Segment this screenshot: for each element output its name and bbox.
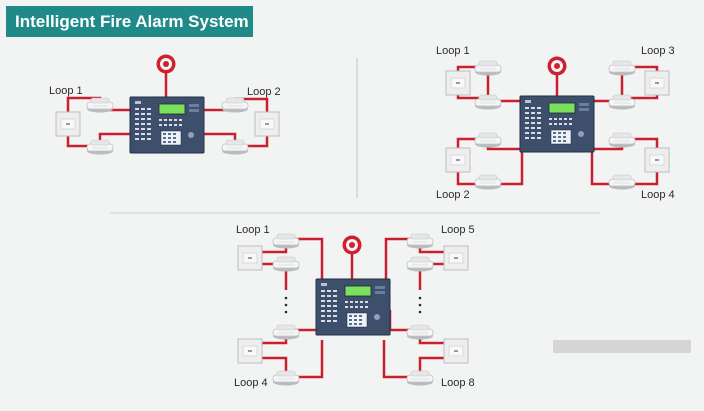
fire-alarm-panel-icon xyxy=(129,96,205,154)
alarm-bell-icon xyxy=(547,56,567,76)
manual-call-point-icon xyxy=(237,245,263,271)
smoke-detector-icon xyxy=(608,174,636,190)
loop-label: Loop 2 xyxy=(436,189,470,201)
fire-alarm-panel-icon xyxy=(315,278,391,336)
loop-label: Loop 8 xyxy=(441,377,475,389)
smoke-detector-icon xyxy=(406,256,434,272)
smoke-detector-icon xyxy=(86,97,114,113)
fire-alarm-panel-icon xyxy=(519,95,595,153)
loop-label: Loop 1 xyxy=(436,45,470,57)
loop-label: Loop 2 xyxy=(247,86,281,98)
smoke-detector-icon xyxy=(474,60,502,76)
loop-label: Loop 5 xyxy=(441,224,475,236)
smoke-detector-icon xyxy=(608,132,636,148)
manual-call-point-icon xyxy=(644,70,670,96)
manual-call-point-icon xyxy=(445,147,471,173)
page-title: Intelligent Fire Alarm System xyxy=(6,6,253,37)
manual-call-point-icon xyxy=(443,338,469,364)
manual-call-point-icon xyxy=(445,70,471,96)
loop-label: Loop 4 xyxy=(641,189,675,201)
two-loop-system: Loop 1 Loop 2 xyxy=(49,54,281,155)
smoke-detector-icon xyxy=(474,94,502,110)
four-loop-system: Loop 1 Loop 3 Loop 2 Loop 4 xyxy=(436,45,675,201)
smoke-detector-icon xyxy=(221,139,249,155)
smoke-detector-icon xyxy=(608,94,636,110)
placeholder-bar xyxy=(553,340,691,353)
smoke-detector-icon xyxy=(474,174,502,190)
loop-label: Loop 3 xyxy=(641,45,675,57)
smoke-detector-icon xyxy=(272,233,300,249)
smoke-detector-icon xyxy=(406,324,434,340)
smoke-detector-icon xyxy=(272,256,300,272)
smoke-detector-icon xyxy=(272,370,300,386)
manual-call-point-icon xyxy=(237,338,263,364)
smoke-detector-icon xyxy=(86,139,114,155)
manual-call-point-icon xyxy=(254,111,280,137)
smoke-detector-icon xyxy=(474,132,502,148)
ellipsis-dots xyxy=(284,296,422,314)
smoke-detector-icon xyxy=(406,370,434,386)
smoke-detector-icon xyxy=(272,324,300,340)
alarm-bell-icon xyxy=(342,235,362,255)
loop-label: Loop 4 xyxy=(234,377,268,389)
manual-call-point-icon xyxy=(644,147,670,173)
loop-label: Loop 1 xyxy=(236,224,270,236)
manual-call-point-icon xyxy=(55,111,81,137)
smoke-detector-icon xyxy=(608,60,636,76)
smoke-detector-icon xyxy=(406,233,434,249)
eight-loop-system: Loop 1 Loop 5 Loop 4 Loop 8 xyxy=(234,224,475,389)
alarm-bell-icon xyxy=(156,54,176,74)
manual-call-point-icon xyxy=(443,245,469,271)
loop-label: Loop 1 xyxy=(49,85,83,97)
smoke-detector-icon xyxy=(221,97,249,113)
